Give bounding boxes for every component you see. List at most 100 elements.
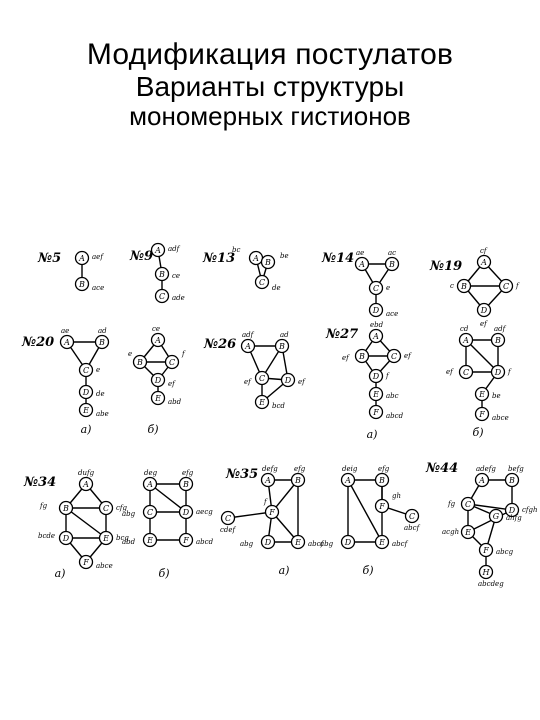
graph-node [74,276,90,292]
graph-node [404,508,420,524]
graph-node-letter: B [494,336,501,345]
graph-node [476,254,492,270]
graph-node-letter: D [372,372,380,381]
graph-node-letter: D [154,376,162,385]
graph-node-letter: C [465,500,471,509]
graph-node [142,504,158,520]
graph-node-letter: H [482,568,491,577]
graph-node [264,504,280,520]
graph-node-letter: F [478,410,485,419]
graph-edge [65,507,107,539]
variant-caption: а) [367,428,378,441]
graph-node [504,502,520,518]
graph-node-letter: E [478,390,485,399]
graph-edge [465,339,499,373]
graph-node-label: abe [96,410,109,418]
graph-node [220,510,236,526]
graph-node-letter: B [158,270,165,279]
graph-node-letter: B [278,342,285,351]
graph-number-label: №35 [225,467,258,482]
graph-node-label: aef [92,253,104,261]
graph-node-label: ace [386,310,398,318]
graph-node-label: ebd [370,321,384,329]
graph-node [132,354,148,370]
graph-node [150,372,166,388]
graph-node-letter: C [169,358,175,367]
graph-node [456,278,472,294]
graph-node-label: defg [262,465,278,473]
page-title: Модификация постулатов [86,38,454,71]
graph-node-letter: F [372,408,379,417]
graph-node [178,532,194,548]
graph-node-label: adf [242,331,255,339]
graph-node-letter: F [82,558,89,567]
graph-number-label: №44 [425,461,458,476]
graph-node-label: cfg [116,504,128,512]
graph-node-letter: B [264,258,271,267]
graph-node-label: ef [298,378,306,386]
page-subtitle: Варианты структуры [135,71,405,102]
graph-node-letter: D [344,538,352,547]
graph-node [458,332,474,348]
graph-node [386,348,402,364]
graph-number-label: №19 [429,259,462,274]
graph-node-label: bcde [38,532,55,540]
graph-node [374,472,390,488]
graph-node-letter: F [182,536,189,545]
graph-edge [467,509,513,533]
graph-node-label: abcdeg [478,580,504,588]
graph-number-label: №27 [325,327,358,342]
graph-edge [347,479,383,543]
graph-node-label: abce [492,414,509,422]
graph-node [498,278,514,294]
graph-node-letter: F [268,508,275,517]
graph-node-label: abcf [404,524,421,532]
graph-node-letter: E [464,528,471,537]
graph-node [290,534,306,550]
graph-node-label: ef [446,368,454,376]
graph-node-letter: B [182,480,189,489]
graph-node-letter: B [358,352,365,361]
graph-node-letter: A [478,476,485,485]
graph-node-letter: E [154,394,161,403]
graph-node-letter: A [252,254,259,263]
graph-node [476,302,492,318]
graph-node-label: ae [356,249,364,257]
graph-node [340,472,356,488]
graph-node [290,472,306,488]
graph-node [58,530,74,546]
graph-node-letter: C [409,512,415,521]
graph-node [490,364,506,380]
variant-caption: а) [81,423,92,436]
graph-node-label: efg [378,465,390,473]
graph-node-label: e [386,284,390,292]
graph-node [490,332,506,348]
graph-node [478,542,494,558]
graph-node-label: abc [386,392,399,400]
graph-node-label: abg [320,540,334,548]
graph-edge [227,511,273,519]
graph-node-letter: D [508,506,516,515]
graph-node-letter: B [460,282,467,291]
graph-node-letter: B [388,260,395,269]
graph-node-letter: A [372,332,379,341]
graph-node [374,498,390,514]
graph-node-letter: C [225,514,231,523]
graph-node-label: dufg [78,469,95,477]
variant-caption: б) [158,567,169,580]
graph-node [458,364,474,380]
graph-node [150,332,166,348]
graph-node [254,274,270,290]
graph-node [368,280,384,296]
graph-node-label: bcg [116,534,129,542]
graph-node-letter: B [378,476,385,485]
graph-node [368,404,384,420]
graph-node-label: adf [494,325,507,333]
graph-node-letter: D [284,376,292,385]
graph-node-label: be [280,252,289,260]
graph-node [164,354,180,370]
graph-node [280,372,296,388]
graph-node [94,334,110,350]
graph-node [142,532,158,548]
